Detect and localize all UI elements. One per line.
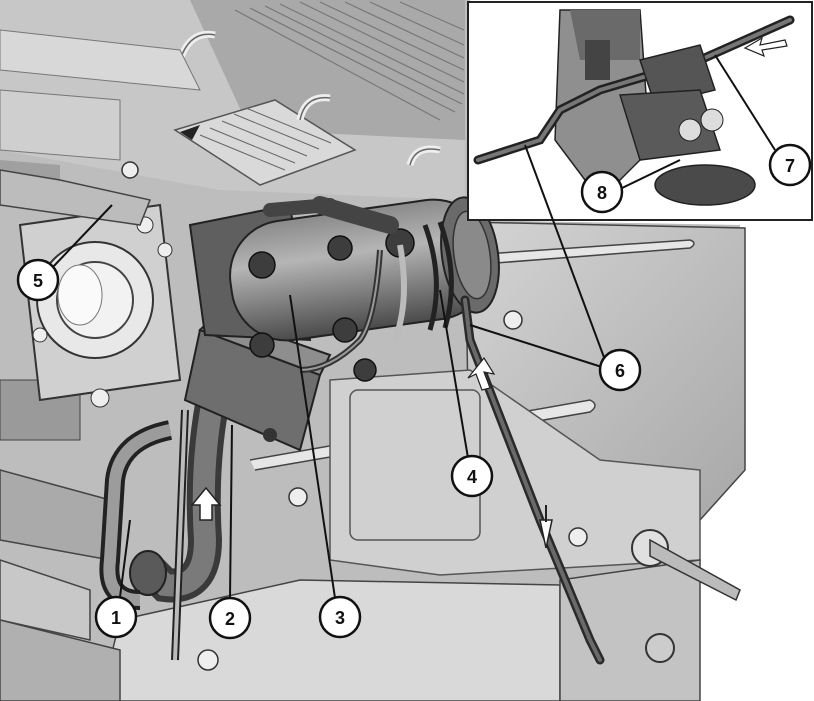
component-2-pipe	[129, 373, 232, 603]
callout-4-label: 4	[467, 467, 477, 487]
leader-lines	[51, 54, 776, 599]
component-3-cylinder	[188, 196, 500, 382]
callout-7-label: 7	[785, 156, 795, 176]
callout-1: 1	[94, 595, 138, 639]
engine-background	[0, 0, 746, 701]
callout-2-label: 2	[225, 609, 235, 629]
inset-detail	[467, 1, 813, 221]
callout-2: 2	[208, 596, 252, 640]
callout-7: 7	[768, 143, 812, 187]
callout-3: 3	[318, 595, 362, 639]
callout-8-label: 8	[597, 183, 607, 203]
callout-6-label: 6	[615, 361, 625, 381]
callout-8: 8	[580, 170, 624, 214]
component-6-drain-tube	[460, 295, 605, 665]
callouts: 5 1 2 3 4 6 7 8	[16, 143, 812, 640]
callout-5: 5	[16, 258, 60, 302]
component-5-flange	[0, 169, 182, 408]
callout-1-label: 1	[111, 608, 121, 628]
callout-4: 4	[450, 454, 494, 498]
callout-6: 6	[598, 348, 642, 392]
callout-5-label: 5	[33, 271, 43, 291]
callout-3-label: 3	[335, 608, 345, 628]
